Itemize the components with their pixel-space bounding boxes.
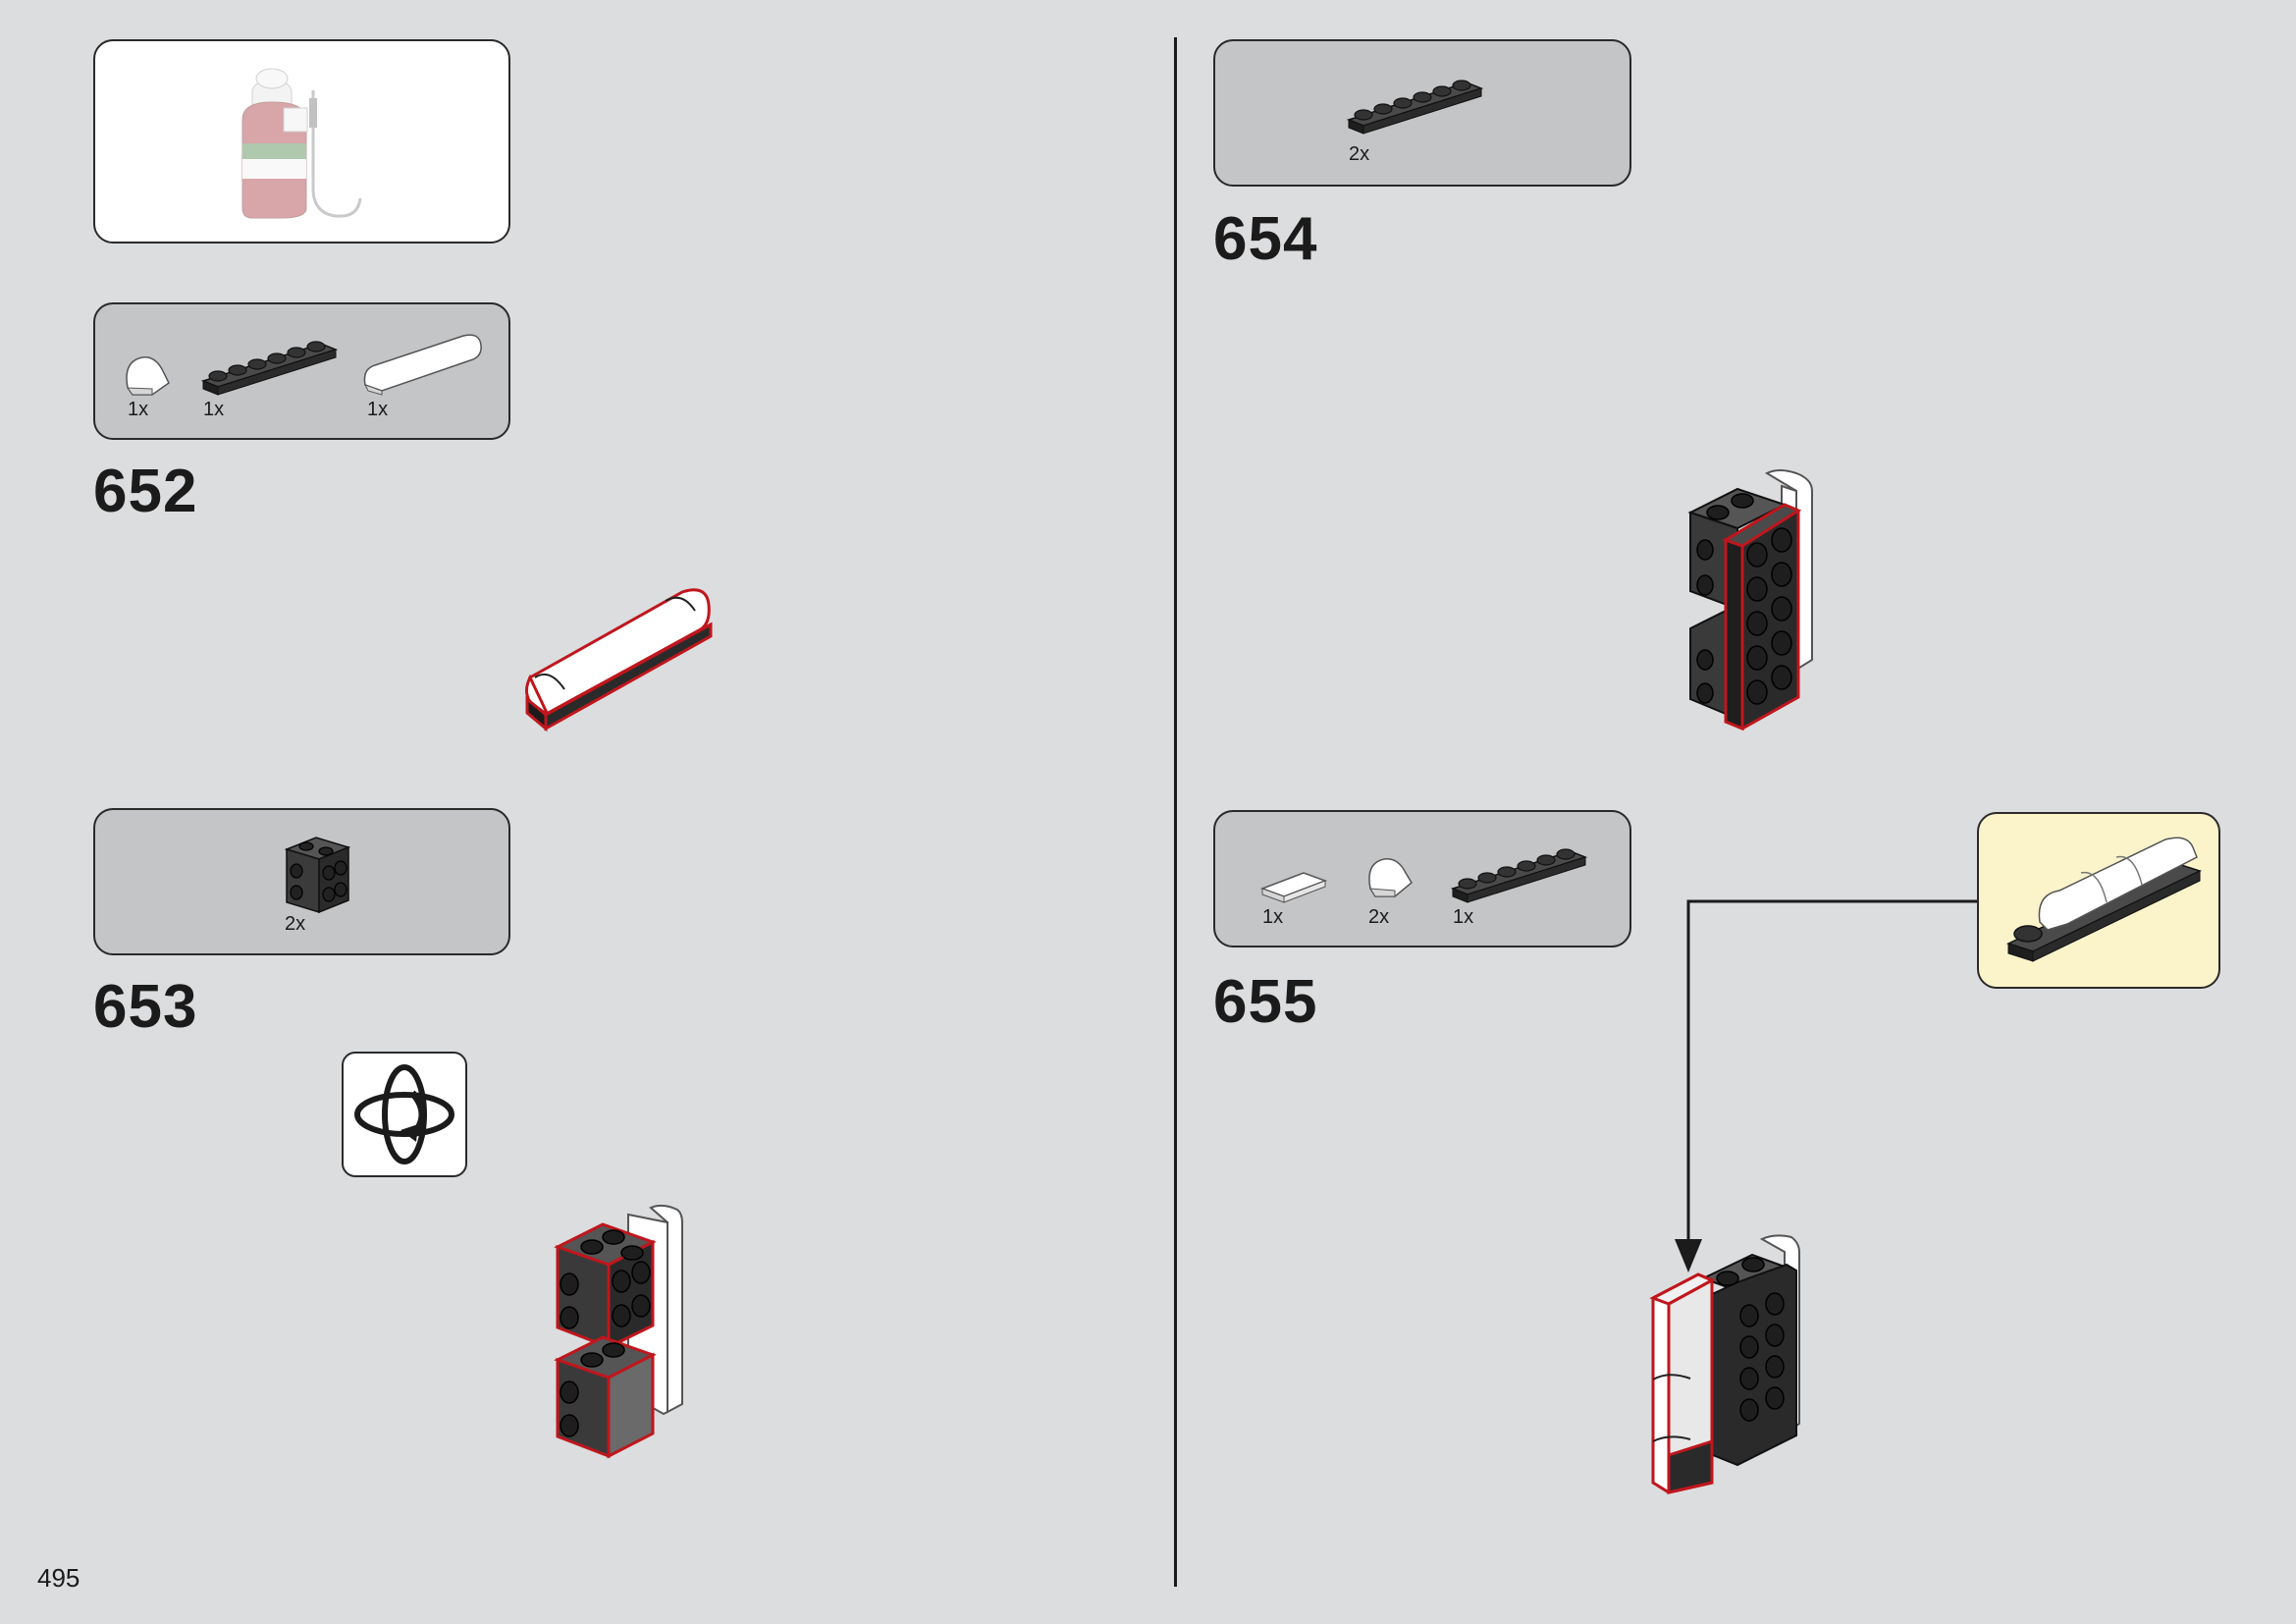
part-qty: 1x [128,399,149,420]
white-curved-slope-icon [126,356,170,396]
part-qty: 2x [1368,906,1390,928]
parts-box-654: 2x [1213,39,1631,187]
black-plate-1x6-icon [1450,848,1588,903]
black-brick-with-studs-on-side-icon [284,837,351,914]
part-qty: 1x [367,399,389,420]
parts-box-655: 1x 2x 1x [1213,810,1631,947]
preview-box [93,39,510,244]
white-tile-1x2-icon [1259,872,1328,903]
white-curved-slope-icon [1368,858,1413,897]
step-number: 655 [1213,968,1318,1036]
step-number: 652 [93,458,198,525]
white-curved-slope-long-icon [363,334,482,396]
part-qty: 2x [285,913,306,935]
subassembly-callout [1977,812,2220,989]
callout-subassembly-icon [2005,837,2203,962]
black-plate-1x6-icon [200,341,339,396]
part-qty: 1x [1262,906,1284,928]
rotate-model-icon [342,1052,467,1177]
part-qty: 2x [1349,143,1370,165]
parts-box-652: 1x 1x 1x [93,302,510,440]
page-number: 495 [37,1563,80,1593]
part-qty: 1x [203,399,225,420]
page-divider [1174,37,1177,1587]
step-number: 654 [1213,205,1318,273]
fire-extinguisher-preview-icon [241,68,362,219]
parts-box-653: 2x [93,808,510,955]
black-plate-1x6-icon [1346,80,1484,135]
step-number: 653 [93,973,198,1041]
part-qty: 1x [1453,906,1474,928]
